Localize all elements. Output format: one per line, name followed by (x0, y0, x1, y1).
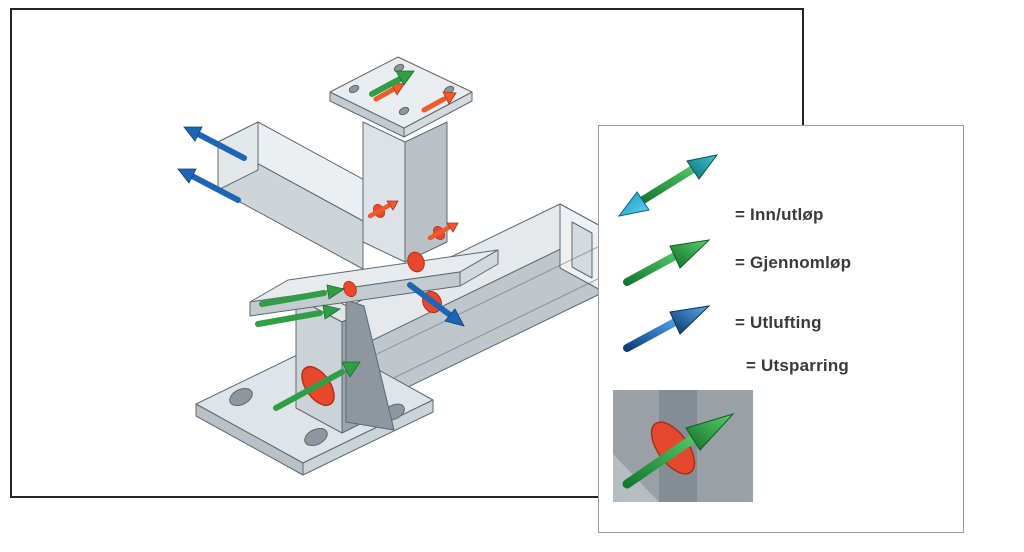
utsparring-marker-with-blue-arrow (407, 282, 465, 327)
bolt-hole (229, 387, 253, 407)
inn-utlop-double-arrow-icon (617, 154, 719, 217)
legend-label-utlufting: = Utlufting (735, 313, 822, 332)
column-inlet-marker-right (427, 222, 459, 241)
inn-utlop-marker-top-2 (421, 91, 457, 113)
column-inlet-marker-left (367, 200, 399, 219)
legend-label-inn-utlop: = Inn/utløp (735, 205, 824, 224)
stub-utsparring-marker (273, 361, 361, 411)
legend-label-utsparring: = Utsparring (746, 356, 850, 375)
legend-panel: = Inn/utløp = Gjennomløp (598, 125, 964, 533)
bolt-hole (304, 427, 328, 447)
inn-utlop-marker-top (369, 70, 415, 102)
bolt-hole (348, 84, 360, 94)
bolt-hole (398, 106, 410, 116)
gjennomlop-green-arrow (255, 304, 341, 327)
top-flange-plate (329, 56, 473, 138)
utlufting-blue-arrow-icon (623, 305, 711, 352)
utlufting-blue-arrow (183, 126, 247, 161)
red-opening-marker (407, 251, 425, 273)
utsparring-inset-image (613, 390, 753, 502)
legend-label-gjennomlop: = Gjennomløp (735, 253, 852, 272)
gusset-plate (345, 299, 395, 431)
gjennomlop-green-arrow (259, 280, 357, 307)
main-column (362, 121, 448, 263)
utlufting-blue-arrow (177, 168, 241, 203)
gjennomlop-green-arrow-icon (623, 239, 711, 286)
